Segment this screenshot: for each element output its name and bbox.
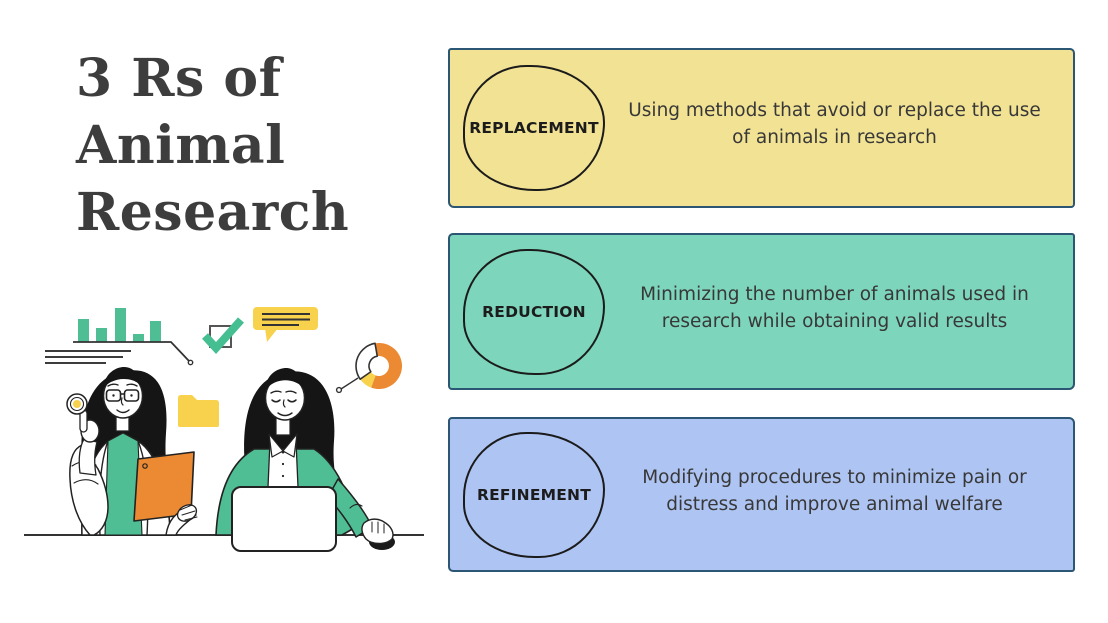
replacement-badge-circle: REPLACEMENT <box>463 65 605 191</box>
refinement-badge-circle: REFINEMENT <box>463 431 605 558</box>
replacement-description: Using methods that avoid or replace the … <box>608 50 1061 198</box>
donut-chart-icon <box>335 342 403 394</box>
description-line: of animals in research <box>732 127 937 148</box>
title-line-2: Animal <box>76 115 286 176</box>
reduction-label: REDUCTION <box>482 302 586 321</box>
card-refinement: REFINEMENT Modifying procedures to minim… <box>448 417 1075 572</box>
page-title: 3 Rs of Animal Research <box>76 45 349 246</box>
refinement-label: REFINEMENT <box>477 485 591 504</box>
description-line: Using methods that avoid or replace the … <box>628 100 1041 121</box>
description-line: research while obtaining valid results <box>661 310 1008 332</box>
checkbox-check-icon <box>202 317 244 354</box>
description-line: distress and improve animal welfare <box>666 493 1003 515</box>
researcher-with-tablet <box>66 367 198 536</box>
description-line: Modifying procedures to minimize pain or <box>642 466 1027 488</box>
refinement-description: Modifying procedures to minimize pain or… <box>608 419 1061 562</box>
title-line-1: 3 Rs of <box>76 48 282 109</box>
speech-bubble-icon <box>253 307 318 342</box>
folder-icon <box>178 395 219 427</box>
reduction-description: Minimizing the number of animals used in… <box>608 235 1061 380</box>
title-line-3: Research <box>76 182 350 243</box>
reduction-badge-circle: REDUCTION <box>463 248 605 375</box>
idea-dot-icon <box>66 393 88 415</box>
replacement-label: REPLACEMENT <box>469 119 599 137</box>
notes-lines-icon <box>45 350 131 364</box>
laptop-icon <box>231 486 337 552</box>
bar-chart-icon <box>73 308 194 366</box>
description-line: Minimizing the number of animals used in <box>640 283 1029 305</box>
card-reduction: REDUCTION Minimizing the number of anima… <box>448 233 1075 390</box>
researcher-with-laptop <box>215 368 395 552</box>
card-replacement: REPLACEMENT Using methods that avoid or … <box>448 48 1075 208</box>
two-researchers-illustration <box>24 307 424 552</box>
